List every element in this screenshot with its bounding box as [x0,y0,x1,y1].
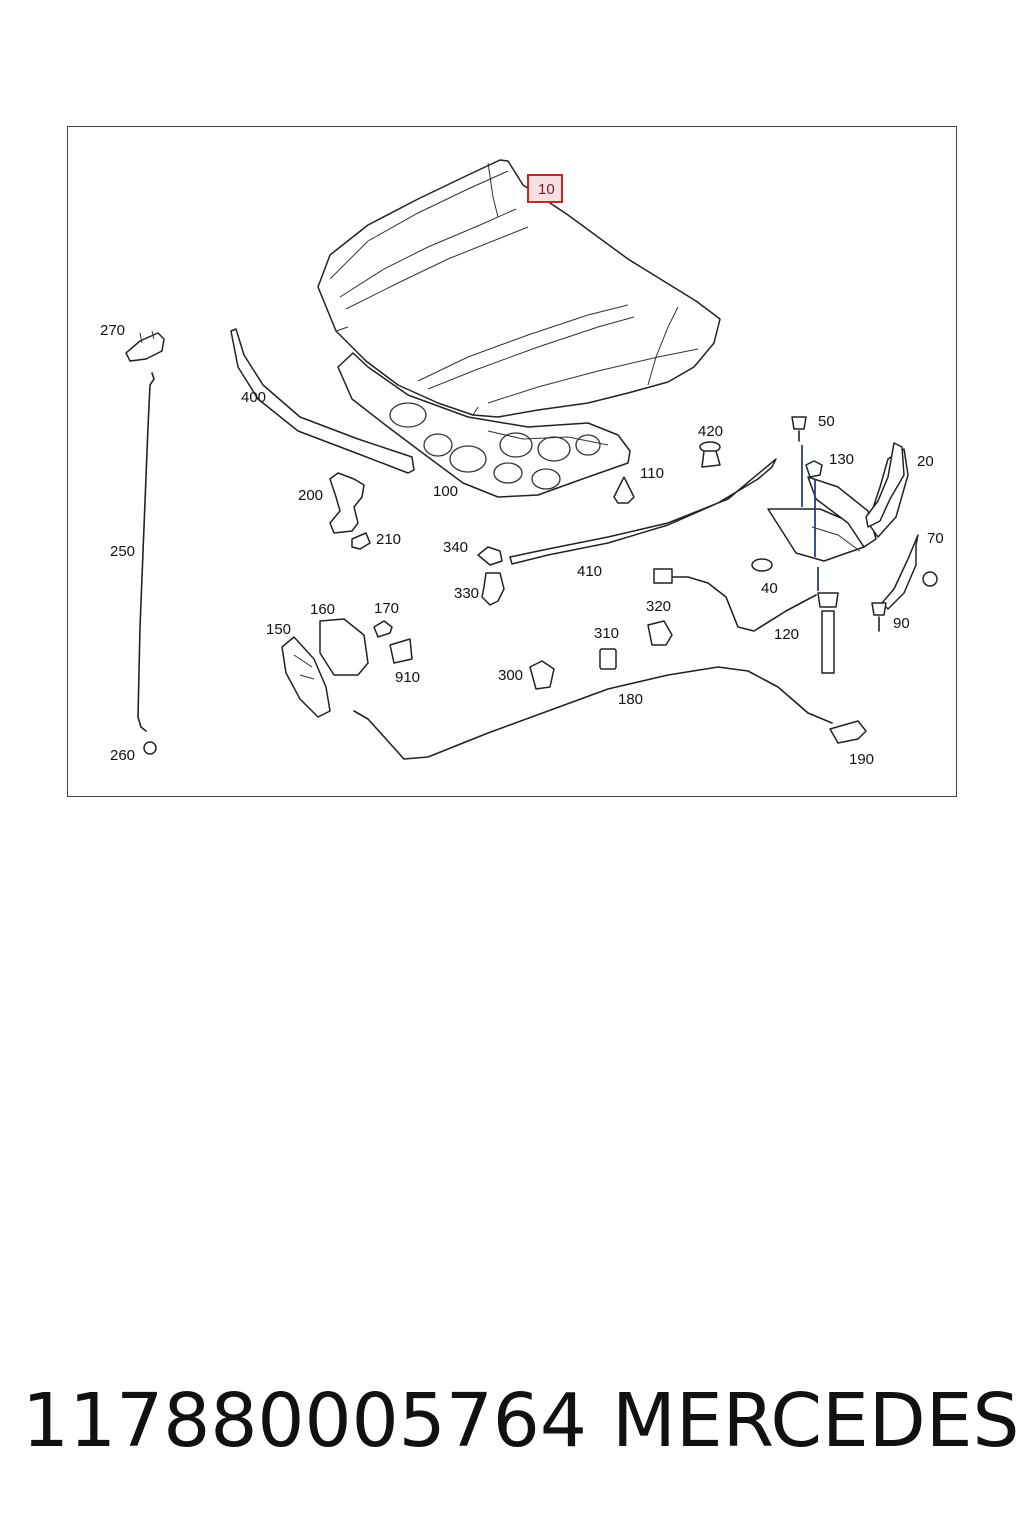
callout-320[interactable]: 320 [646,598,672,615]
callout-180[interactable]: 180 [618,691,644,708]
callout-400[interactable]: 400 [241,389,267,406]
bracket-200 [329,472,365,534]
hinge-bracket-20 [865,442,905,528]
callout-10[interactable]: 10 [527,174,563,203]
rod-holder-270 [125,330,165,362]
callout-160[interactable]: 160 [310,601,336,618]
grommet-40 [751,558,773,572]
callout-340[interactable]: 340 [443,539,469,556]
clip-nut-210 [351,532,371,550]
callout-200[interactable]: 200 [298,487,324,504]
callout-250[interactable]: 250 [110,543,136,560]
callout-420[interactable]: 420 [698,423,724,440]
clip-310 [599,648,617,670]
callout-110[interactable]: 110 [640,465,664,482]
callout-270[interactable]: 270 [100,322,126,339]
callout-20[interactable]: 20 [917,453,934,470]
callout-70[interactable]: 70 [927,530,944,547]
callout-50[interactable]: 50 [818,413,835,430]
callout-150[interactable]: 150 [266,621,292,638]
hood-inner-frame [337,352,631,498]
hood-latch [281,618,369,718]
part-number: 117880005764 [22,1378,587,1464]
prop-rod-250 [137,372,155,732]
clip-340 [477,546,503,566]
release-cable-180 [353,666,833,760]
wire-connector-120 [653,568,673,584]
brand-name: MERCEDES [612,1378,1020,1464]
callout-100[interactable]: 100 [433,483,459,500]
callout-90[interactable]: 90 [893,615,910,632]
exploded-parts-drawing [125,159,938,760]
callout-300[interactable]: 300 [498,667,524,684]
trim-strip-410 [509,458,777,565]
callout-330[interactable]: 330 [454,585,480,602]
label-910 [389,638,413,664]
release-handle-190 [829,720,867,744]
bolt-50 [791,416,807,442]
callout-170[interactable]: 170 [374,600,400,617]
clip-420 [699,441,721,468]
hinge-cover-70 [881,534,919,610]
callout-40[interactable]: 40 [761,580,778,597]
clip-300 [529,660,555,690]
seal-strip-400 [230,328,415,474]
gas-strut [817,592,839,674]
grommet-260 [143,741,157,755]
nut-130 [805,460,823,478]
callout-410[interactable]: 410 [577,563,603,580]
callout-910[interactable]: 910 [395,669,421,686]
nut-70 [922,571,938,587]
connector-330 [481,572,505,606]
bolt-170 [373,620,393,638]
hood-panel [317,159,721,418]
callout-260[interactable]: 260 [110,747,136,764]
callout-120[interactable]: 120 [774,626,800,643]
callout-310[interactable]: 310 [594,625,620,642]
callout-190[interactable]: 190 [849,751,875,768]
wire-harness-120 [659,576,817,632]
clip-320 [647,620,673,646]
bolt-90 [871,602,887,632]
callout-130[interactable]: 130 [829,451,855,468]
buffer-110 [613,476,635,504]
callout-210[interactable]: 210 [376,531,402,548]
parts-diagram-frame: 10 20 40 50 70 90 100 110 120 130 150 16… [67,126,957,797]
